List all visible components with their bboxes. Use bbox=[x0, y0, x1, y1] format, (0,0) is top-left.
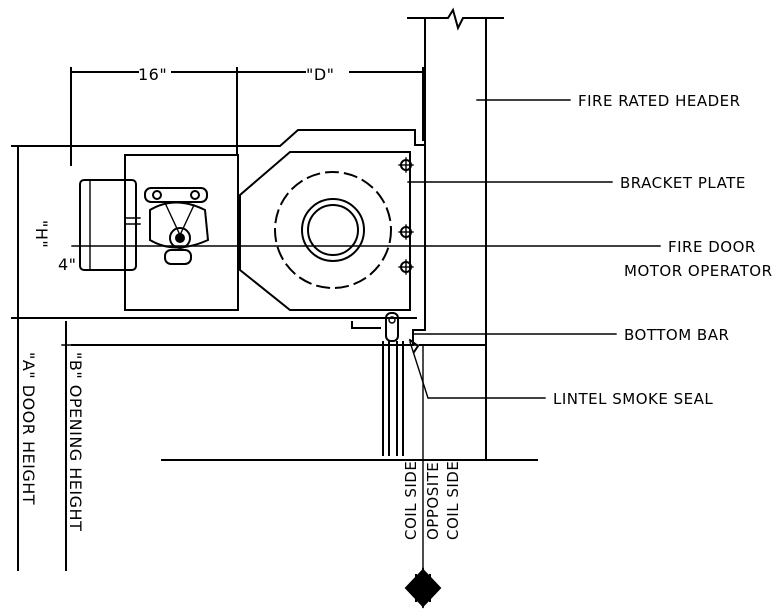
bracket-plate bbox=[124, 151, 414, 311]
dimension-16: 16" bbox=[138, 65, 167, 84]
motor-operator bbox=[71, 179, 661, 271]
dimension-h: "H" bbox=[32, 220, 51, 248]
leaders bbox=[407, 99, 617, 399]
label-lintel-smoke-seal: LINTEL SMOKE SEAL bbox=[553, 390, 713, 408]
dimension-b-opening-height: "B" OPENING HEIGHT bbox=[66, 352, 85, 531]
label-fire-door: FIRE DOOR bbox=[668, 238, 756, 256]
fire-rated-header-wall bbox=[407, 7, 504, 461]
label-bottom-bar: BOTTOM BAR bbox=[624, 326, 729, 344]
label-coil-side: COIL SIDE bbox=[402, 461, 420, 540]
dimension-d: "D" bbox=[306, 65, 335, 84]
bottom-bar-assembly bbox=[351, 312, 420, 456]
direction-arrow-icon bbox=[404, 567, 442, 609]
bolt-middle bbox=[398, 224, 414, 240]
dimension-a-door-height: "A" DOOR HEIGHT bbox=[19, 352, 38, 505]
bolt-top bbox=[398, 157, 414, 173]
label-fire-rated-header: FIRE RATED HEADER bbox=[578, 92, 741, 110]
left-dimensions bbox=[11, 145, 67, 571]
label-motor-operator: MOTOR OPERATOR bbox=[624, 262, 773, 280]
label-opposite: OPPOSITE bbox=[424, 462, 442, 540]
top-dimensions bbox=[70, 67, 424, 166]
label-opposite-coil-side: COIL SIDE bbox=[444, 461, 462, 540]
label-bracket-plate: BRACKET PLATE bbox=[620, 174, 746, 192]
hood-outline bbox=[17, 129, 426, 346]
dimension-4: 4" bbox=[58, 255, 77, 274]
bolt-bottom bbox=[398, 259, 414, 275]
